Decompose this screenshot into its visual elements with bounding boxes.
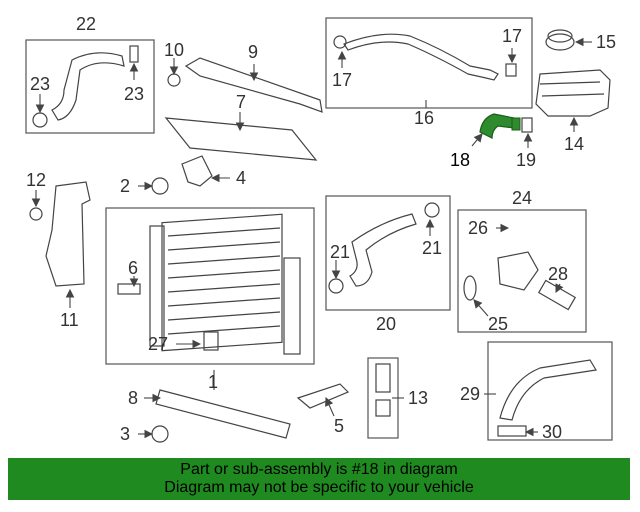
upper-bracket-part bbox=[184, 57, 323, 113]
callout-16: 16 bbox=[414, 108, 434, 128]
callout-30: 30 bbox=[542, 422, 562, 442]
bypass-pipe-part bbox=[499, 359, 597, 421]
callout-15: 15 bbox=[596, 32, 616, 52]
callout-12: 12 bbox=[26, 170, 46, 190]
callout-27: 27 bbox=[148, 334, 168, 354]
callout-1: 1 bbox=[208, 372, 218, 392]
callout-10: 10 bbox=[164, 40, 184, 60]
callout-21-a: 21 bbox=[330, 242, 350, 262]
callout-28: 28 bbox=[548, 264, 568, 284]
callout-8: 8 bbox=[128, 388, 138, 408]
callout-17-b: 17 bbox=[502, 26, 522, 46]
surge-tank-cap-part bbox=[545, 29, 575, 51]
callout-9: 9 bbox=[248, 42, 258, 62]
group-box-29 bbox=[487, 341, 613, 441]
callout-6: 6 bbox=[128, 258, 138, 278]
group-box-22 bbox=[25, 39, 155, 134]
group-box-24 bbox=[457, 209, 587, 333]
callout-20: 20 bbox=[376, 314, 396, 334]
highlighted-hose-part-18 bbox=[479, 113, 521, 139]
callout-23-b: 23 bbox=[124, 84, 144, 104]
group-box-1 bbox=[105, 207, 315, 365]
callout-4: 4 bbox=[236, 168, 246, 188]
side-baffle-part bbox=[45, 181, 91, 287]
lower-hose-part bbox=[349, 213, 417, 287]
callout-23-a: 23 bbox=[30, 74, 50, 94]
callout-5: 5 bbox=[334, 416, 344, 436]
callout-7: 7 bbox=[236, 92, 246, 112]
callout-29: 29 bbox=[460, 384, 480, 404]
banner-line-1: Part or sub-assembly is #18 in diagram bbox=[180, 461, 458, 478]
callout-14: 14 bbox=[564, 134, 584, 154]
callout-21-b: 21 bbox=[422, 238, 442, 258]
leader-lines bbox=[31, 37, 592, 439]
callout-25: 25 bbox=[488, 314, 508, 334]
group-box-16 bbox=[325, 17, 533, 109]
air-baffle-part bbox=[164, 117, 318, 161]
callout-19: 19 bbox=[516, 150, 536, 170]
callout-18: 18 bbox=[450, 150, 470, 170]
banner-line-2: Diagram may not be specific to your vehi… bbox=[164, 479, 474, 496]
callout-2: 2 bbox=[120, 176, 130, 196]
group-box-20 bbox=[325, 195, 451, 311]
callout-11: 11 bbox=[60, 310, 79, 330]
thermostat-housing-part bbox=[497, 251, 539, 291]
overflow-hose-part bbox=[343, 33, 499, 81]
callout-3: 3 bbox=[120, 424, 130, 444]
info-banner: Part or sub-assembly is #18 in diagram D… bbox=[8, 458, 630, 500]
callout-26: 26 bbox=[468, 218, 488, 238]
callout-24: 24 bbox=[512, 188, 532, 208]
callout-13: 13 bbox=[408, 388, 428, 408]
callout-22: 22 bbox=[76, 14, 96, 34]
callout-17-a: 17 bbox=[332, 70, 352, 90]
radiator-part bbox=[149, 213, 301, 355]
surge-tank-part bbox=[535, 69, 611, 117]
